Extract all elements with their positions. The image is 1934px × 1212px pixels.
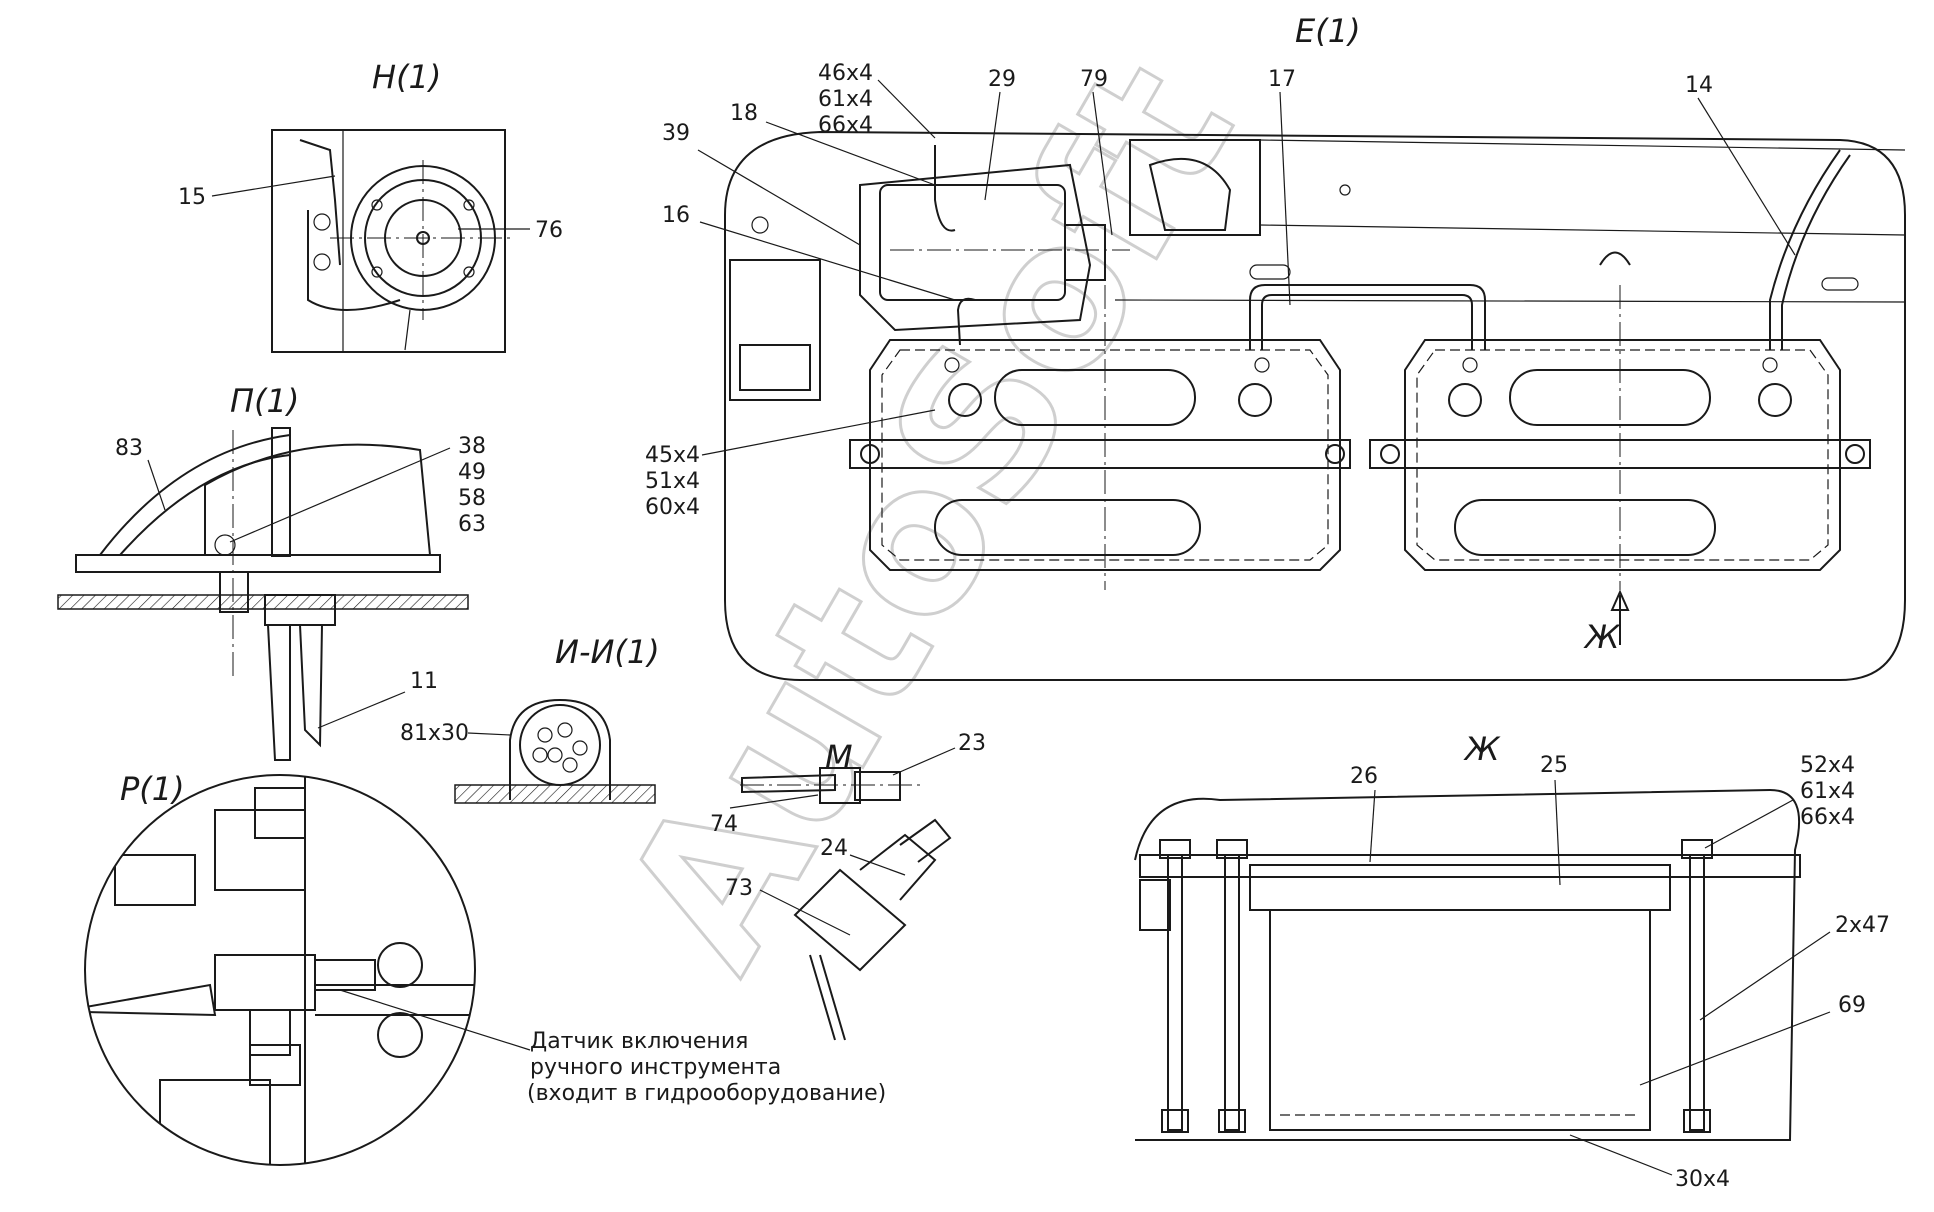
callout-49: 49: [458, 460, 486, 485]
callout-66x4-top: 66x4: [818, 113, 873, 138]
callout-2x47: 2x47: [1835, 913, 1890, 938]
callout-11: 11: [410, 669, 438, 694]
callout-61x4-bottom: 61x4: [1800, 779, 1855, 804]
view-zh: Ж 26 25 52x4 61x4 66x4 2x47 69 30x4: [1134, 730, 1890, 1192]
view-p1: П(1) 83 38 49 58 63 11: [57, 382, 486, 761]
callout-38: 38: [458, 434, 486, 459]
callout-17: 17: [1268, 67, 1296, 92]
view-title-p1: П(1): [230, 382, 299, 420]
note-line-1: Датчик включения: [530, 1029, 748, 1054]
section-ii1: И-И(1) 81x30: [400, 633, 660, 804]
note-line-3: (входит в гидрооборудование): [527, 1081, 886, 1106]
callout-73: 73: [725, 876, 753, 901]
callout-74: 74: [710, 812, 738, 837]
callout-29: 29: [988, 67, 1016, 92]
callout-46x4: 46x4: [818, 61, 873, 86]
callout-52x4: 52x4: [1800, 753, 1855, 778]
callout-66x4-bottom: 66x4: [1800, 805, 1855, 830]
view-e1: Е(1): [645, 12, 1906, 681]
callout-83: 83: [115, 436, 143, 461]
callout-25: 25: [1540, 753, 1568, 778]
callout-58: 58: [458, 486, 486, 511]
callout-15: 15: [178, 185, 206, 210]
callout-30x4: 30x4: [1675, 1167, 1730, 1192]
view-arrow-zh: Ж: [1583, 618, 1621, 656]
callout-60x4: 60x4: [645, 495, 700, 520]
view-title-m: М: [825, 738, 853, 776]
callout-81x30: 81x30: [400, 721, 469, 746]
callout-24: 24: [820, 836, 848, 861]
callout-14: 14: [1685, 73, 1713, 98]
view-title-r1: Р(1): [120, 770, 185, 808]
callout-39: 39: [662, 121, 690, 146]
view-r1: Р(1) Датчик включения ручного инструмент…: [84, 770, 886, 1166]
callout-18: 18: [730, 101, 758, 126]
callout-63: 63: [458, 512, 486, 537]
callout-69: 69: [1838, 993, 1866, 1018]
callout-45x4: 45x4: [645, 443, 700, 468]
callout-16: 16: [662, 203, 690, 228]
callout-61x4-top: 61x4: [818, 87, 873, 112]
callout-26: 26: [1350, 764, 1378, 789]
callout-76: 76: [535, 218, 563, 243]
view-m: М 23 74 24 73: [710, 731, 986, 1041]
callout-51x4: 51x4: [645, 469, 700, 494]
view-title-ii1: И-И(1): [555, 633, 660, 671]
view-title-n1: Н(1): [372, 58, 441, 96]
callout-79: 79: [1080, 67, 1108, 92]
note-line-2: ручного инструмента: [530, 1055, 781, 1080]
callout-23: 23: [958, 731, 986, 756]
view-title-e1: Е(1): [1295, 12, 1361, 50]
view-title-zh: Ж: [1463, 730, 1501, 768]
view-n1: Н(1) 15 76: [178, 58, 563, 353]
